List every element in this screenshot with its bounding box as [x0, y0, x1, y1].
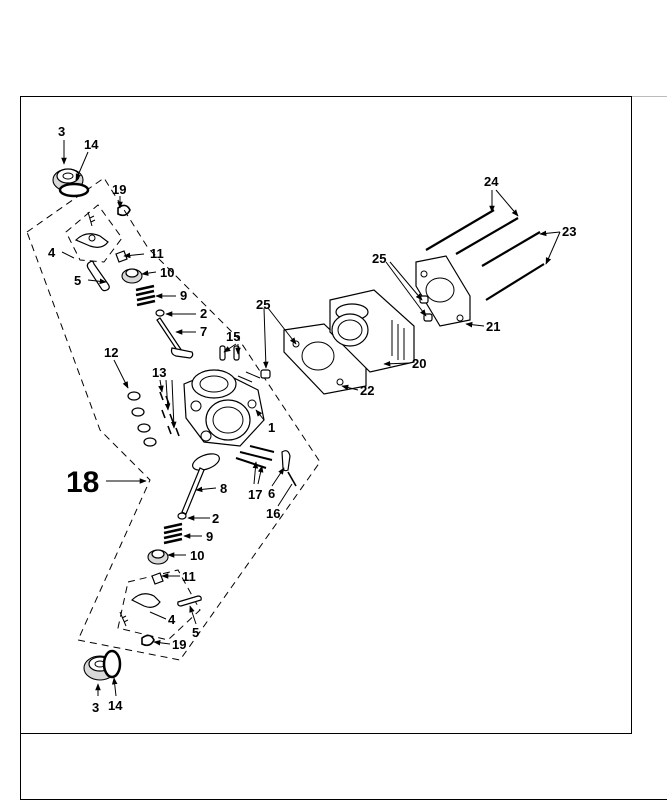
studs-23: [481, 231, 545, 301]
callout-17: 17: [248, 487, 262, 502]
callout-6: 6: [268, 486, 275, 501]
callout-3-bottom: 3: [92, 700, 99, 715]
lower-subkit-dashed-box: [117, 569, 201, 641]
callout-10-bottom: 10: [190, 548, 204, 563]
valve-keepers-13: [159, 391, 180, 437]
callout-12: 12: [104, 345, 118, 360]
callout-20: 20: [412, 356, 426, 371]
diagram-frame: [20, 96, 632, 734]
upper-subkit-dashed-box: [65, 204, 123, 263]
studs-24: [425, 209, 519, 255]
rocker-shaft-top: [86, 260, 110, 292]
callout-22: 22: [360, 383, 374, 398]
kit-18-dashed-outline: [26, 177, 321, 661]
valve-cap-11-top: [115, 250, 128, 263]
rocker-shaft-bottom: [177, 595, 202, 607]
studs-17: [235, 445, 275, 469]
head-gasket-22: [283, 323, 367, 395]
callout-25-left: 25: [256, 297, 270, 312]
valve-7: [156, 317, 194, 359]
callout-4-bottom: 4: [168, 612, 176, 627]
valve-cap-11-bottom: [151, 572, 164, 585]
callout-10-top: 10: [160, 265, 174, 280]
spring-retainer-10-top: [121, 268, 143, 284]
rocker-arm-top: [74, 211, 109, 248]
callout-25-right: 25: [372, 251, 386, 266]
valve-shims-12: [127, 391, 157, 447]
callout-2-bottom: 2: [212, 511, 219, 526]
callout-9-top: 9: [180, 288, 187, 303]
callout-13: 13: [152, 365, 166, 380]
callout-3-top: 3: [58, 124, 65, 139]
callout-4-top: 4: [48, 245, 56, 260]
callout-8: 8: [220, 481, 227, 496]
callout-15: 15: [226, 329, 240, 344]
callout-23: 23: [562, 224, 576, 239]
callout-19-top: 19: [112, 182, 126, 197]
callout-16: 16: [266, 506, 280, 521]
frame-edge-rule: [632, 96, 667, 97]
callout-24: 24: [484, 174, 499, 189]
callout-18: 18: [66, 466, 99, 499]
callout-5-top: 5: [74, 273, 81, 288]
callout-14-bottom: 14: [108, 698, 123, 713]
base-gasket-21: [415, 255, 471, 327]
valve-8: [181, 453, 220, 515]
callout-5-bottom: 5: [192, 625, 199, 640]
valve-seat-2-top: [155, 309, 165, 317]
callout-11-top: 11: [150, 246, 164, 261]
callout-21: 21: [486, 319, 500, 334]
leader-lines: [61, 140, 561, 697]
callout-1: 1: [268, 420, 275, 435]
valve-spring-9-top: [135, 284, 156, 307]
o-ring-top: [58, 182, 90, 198]
rocker-arm-bottom: [119, 593, 161, 627]
spring-retainer-10-bottom: [147, 549, 169, 565]
callout-9-bottom: 9: [206, 529, 213, 544]
callout-2-top: 2: [200, 306, 207, 321]
callout-11-bottom: 11: [182, 569, 196, 584]
clip-19-bottom: [141, 634, 155, 647]
callout-14-top: 14: [84, 137, 99, 152]
dowel-pin-25-left: [260, 369, 271, 379]
cylinder-block-20: [329, 289, 415, 373]
o-ring-bottom: [102, 649, 122, 679]
valve-spring-9-bottom: [163, 522, 183, 545]
bolt-16: [287, 471, 297, 487]
valve-seat-2-bottom: [177, 512, 187, 520]
cylinder-head-1: [183, 369, 265, 447]
chain-guide-6: [281, 450, 291, 472]
callout-19-bottom: 19: [172, 637, 186, 652]
callout-7: 7: [200, 324, 207, 339]
